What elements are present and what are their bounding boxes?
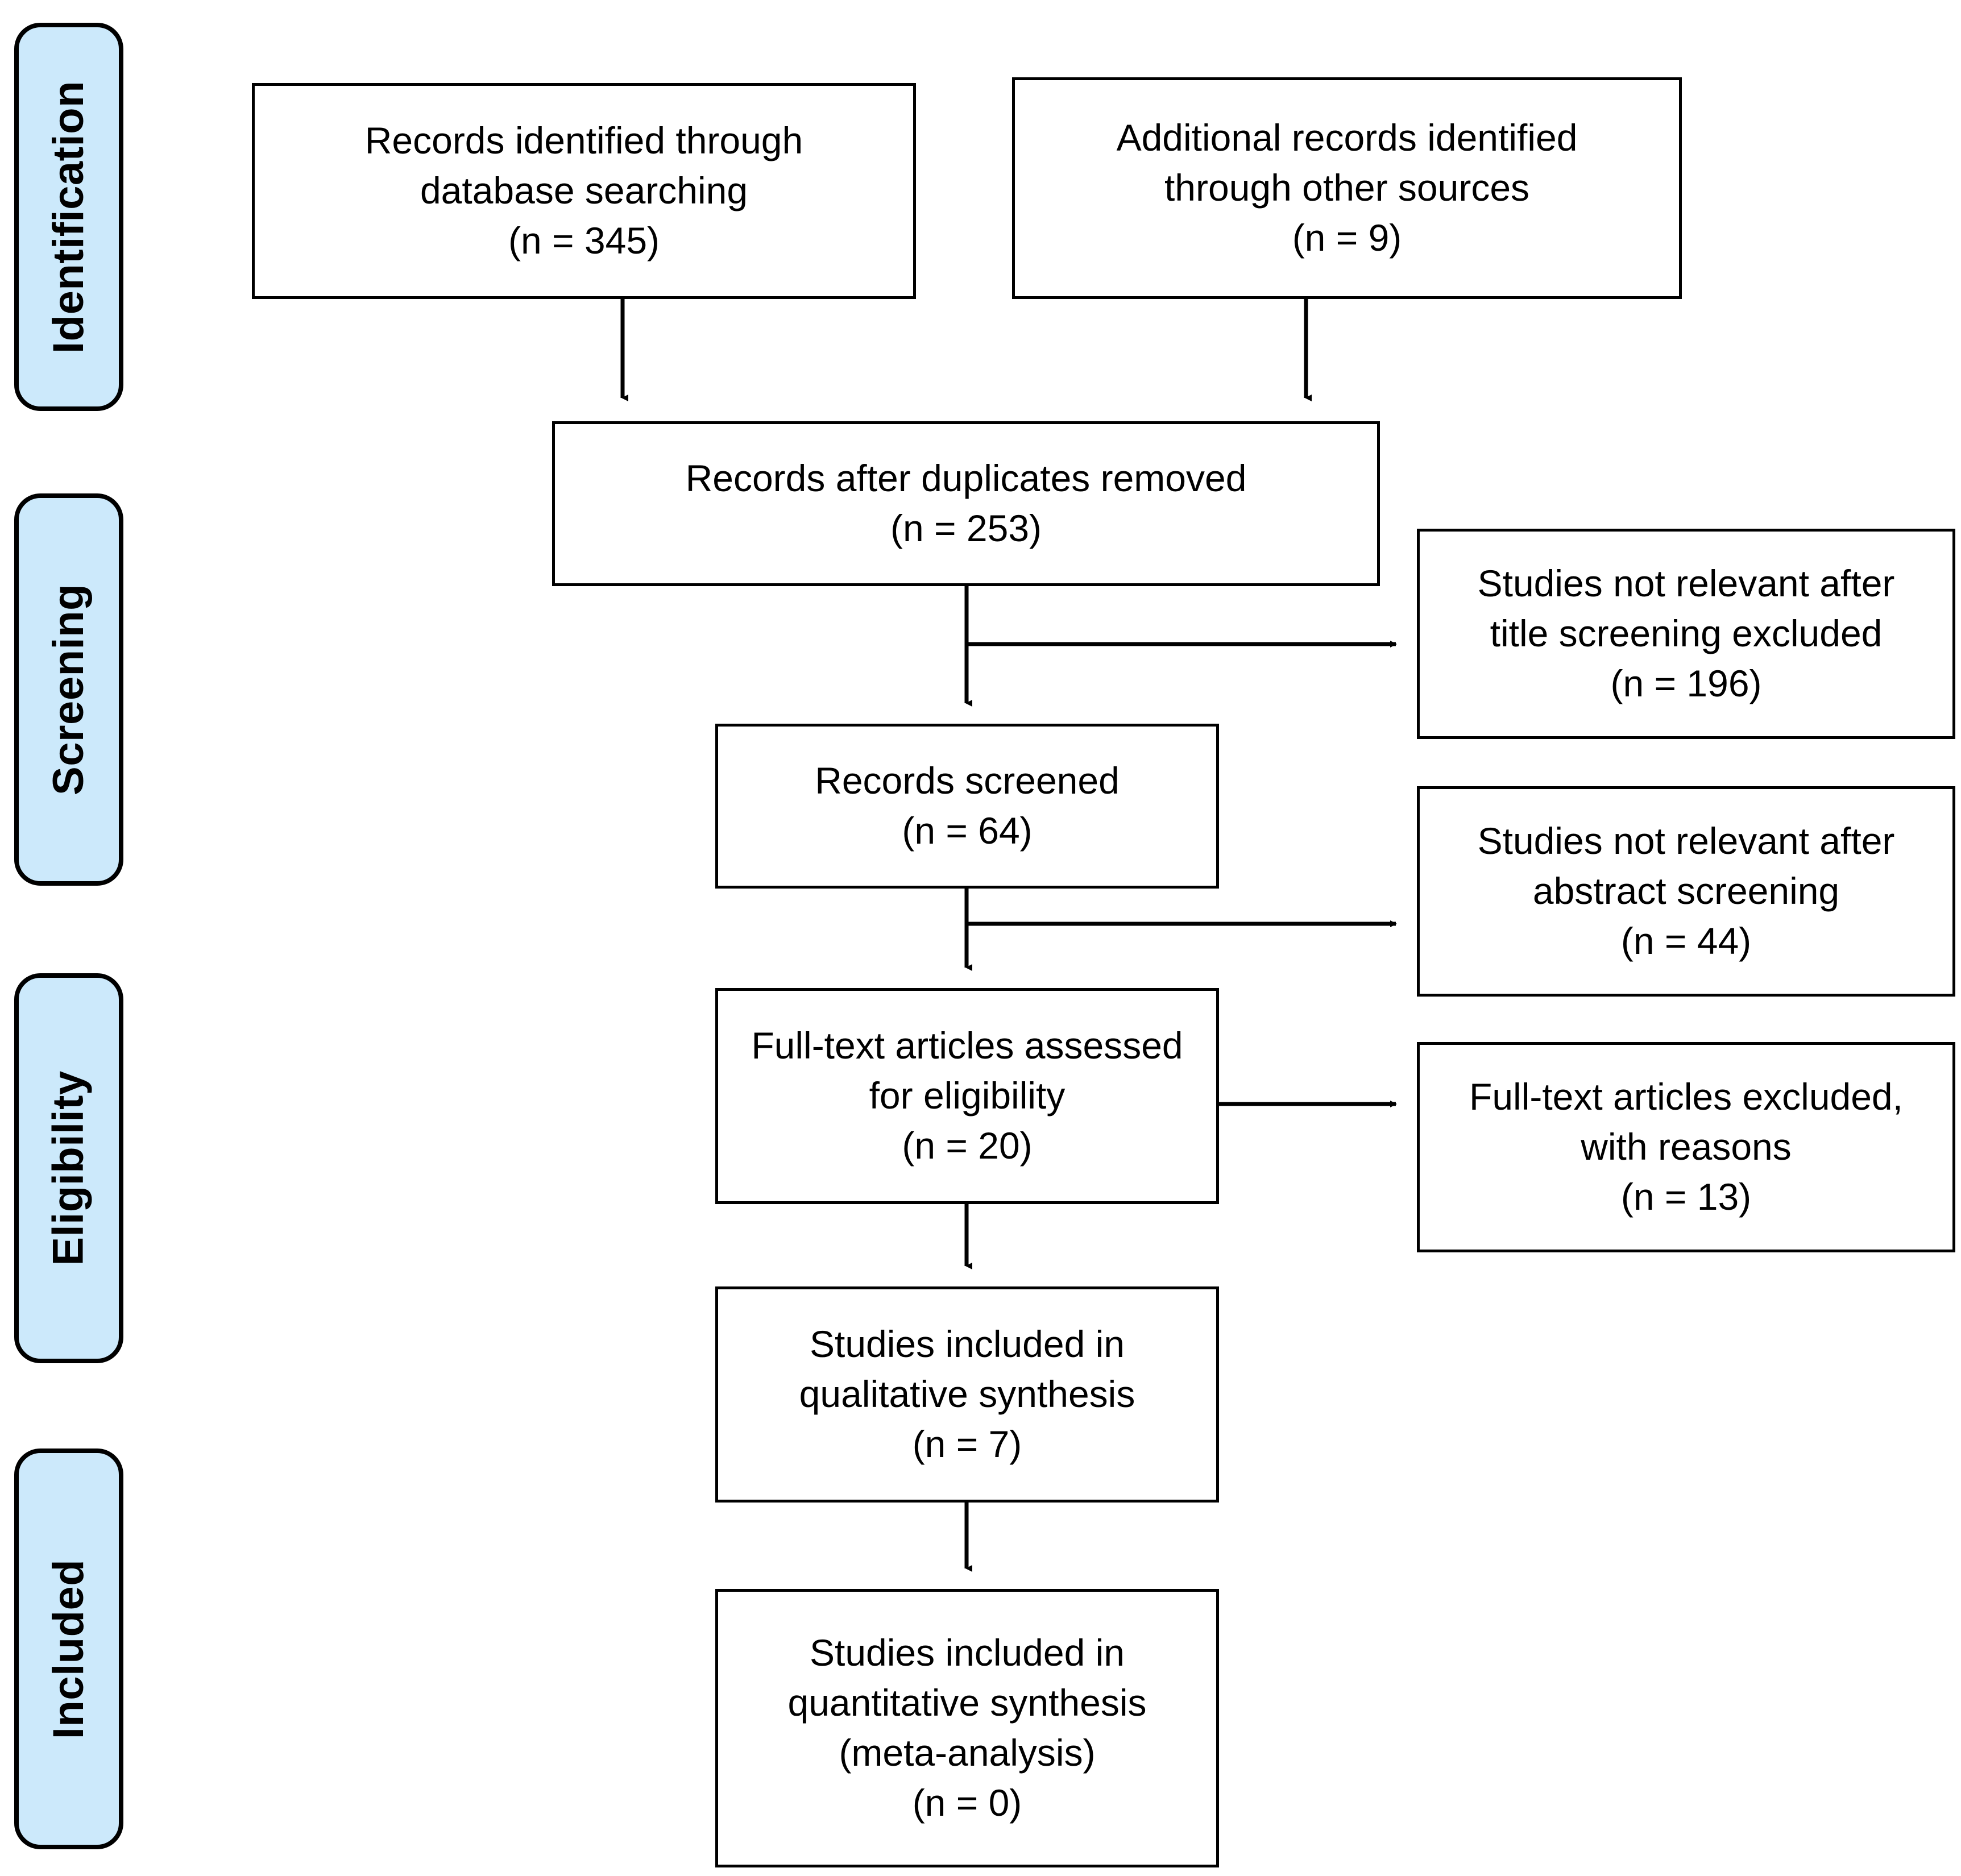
box-count-label: (n = 13) (1620, 1175, 1752, 1218)
box-count-label: (n = 9) (1292, 216, 1402, 259)
box-line: Records after duplicates removed (685, 457, 1247, 500)
box-line: Studies not relevant after (1477, 562, 1895, 605)
box-line: Full-text articles excluded, (1469, 1076, 1903, 1118)
box-count-label: (n = 64) (902, 810, 1033, 852)
stage-label-eligibility: Eligibility (44, 1070, 93, 1266)
stage-pill-included: Included (14, 1448, 123, 1849)
box-line: abstract screening (1532, 870, 1840, 912)
box-studies-excluded-abstract-screening: Studies not relevant after abstract scre… (1417, 786, 1955, 997)
box-count-label: (n = 0) (912, 1781, 1022, 1824)
box-fulltext-articles-excluded: Full-text articles excluded, with reason… (1417, 1042, 1955, 1252)
box-records-after-duplicates: Records after duplicates removed (n = 25… (552, 421, 1380, 586)
box-line: Additional records identified (1116, 117, 1578, 159)
box-count-label: (n = 7) (912, 1422, 1022, 1465)
stage-pill-screening: Screening (14, 493, 123, 886)
box-line: for eligibility (869, 1074, 1066, 1117)
box-line: Full-text articles assessed (751, 1024, 1183, 1067)
box-line: Studies included in (809, 1632, 1125, 1674)
box-count-label: (n = 196) (1610, 662, 1762, 704)
box-studies-included-qualitative: Studies included in qualitative synthesi… (715, 1286, 1219, 1503)
stage-label-identification: Identification (44, 80, 93, 354)
stage-pill-eligibility: Eligibility (14, 973, 123, 1363)
stage-label-screening: Screening (44, 584, 93, 795)
box-line: title screening excluded (1490, 612, 1883, 655)
box-additional-records-other-sources: Additional records identified through ot… (1012, 77, 1682, 299)
box-line: qualitative synthesis (799, 1373, 1135, 1416)
box-line: quantitative synthesis (787, 1682, 1147, 1724)
box-count-label: (n = 20) (902, 1124, 1033, 1167)
box-count-label: (n = 345) (508, 219, 660, 262)
box-studies-included-quantitative: Studies included in quantitative synthes… (715, 1589, 1219, 1867)
box-line: database searching (420, 169, 748, 212)
box-records-screened: Records screened (n = 64) (715, 724, 1219, 889)
stage-pill-identification: Identification (14, 23, 123, 411)
box-fulltext-articles-assessed: Full-text articles assessed for eligibil… (715, 988, 1219, 1204)
box-count-label: (n = 253) (890, 507, 1042, 549)
box-records-identified-database: Records identified through database sear… (252, 83, 916, 299)
box-line: Records identified through (364, 119, 803, 162)
stage-label-included: Included (44, 1559, 93, 1739)
box-studies-excluded-title-screening: Studies not relevant after title screeni… (1417, 529, 1955, 739)
box-line: (meta-analysis) (839, 1732, 1096, 1774)
box-line: Studies included in (809, 1323, 1125, 1366)
box-count-label: (n = 44) (1620, 919, 1752, 962)
box-line: through other sources (1164, 167, 1530, 209)
box-line: Studies not relevant after (1477, 820, 1895, 862)
box-line: with reasons (1581, 1126, 1792, 1168)
box-line: Records screened (815, 759, 1120, 802)
